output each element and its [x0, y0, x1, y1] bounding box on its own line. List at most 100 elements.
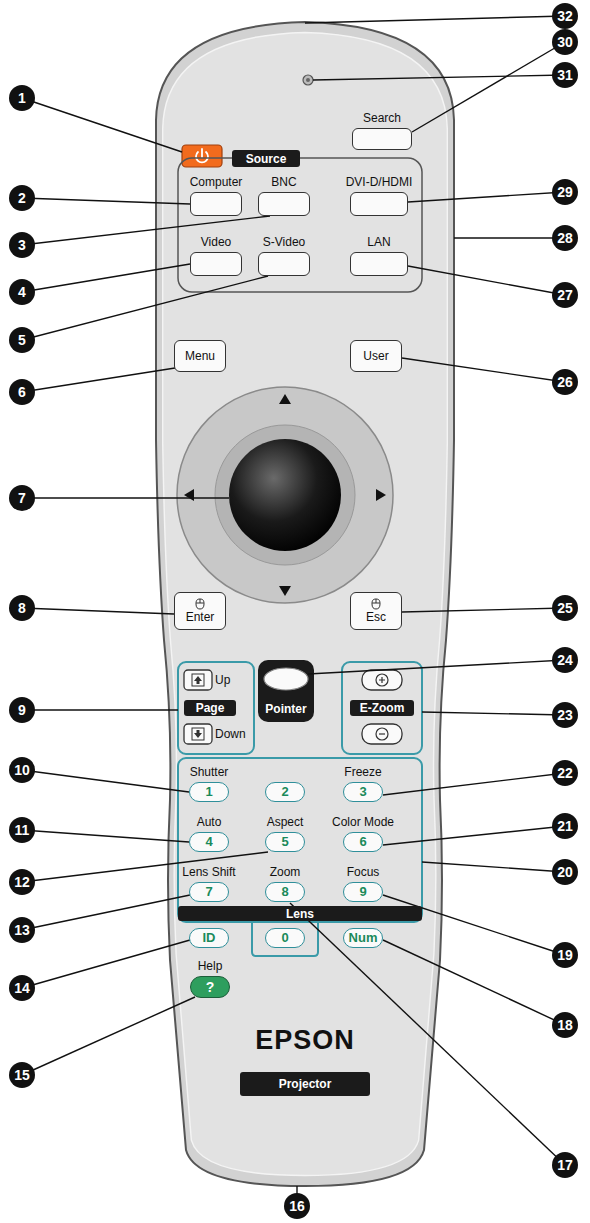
leader-line	[313, 75, 565, 80]
labelled-button: Zoom8	[265, 865, 305, 902]
page-down-button	[184, 724, 212, 744]
callout-number: 26	[552, 369, 578, 395]
button-label: DVI-D/HDMI	[346, 175, 413, 190]
callout-number: 1	[9, 85, 35, 111]
page-up-icon	[192, 674, 204, 686]
button-label: Freeze	[344, 765, 381, 780]
leader-line	[22, 276, 268, 340]
labelled-button: Auto 4	[189, 815, 229, 852]
button-shape	[258, 192, 310, 216]
labelled-button: Freeze3	[343, 765, 383, 802]
callout-number: 9	[9, 697, 35, 723]
button-text: E-Zoom	[360, 701, 405, 715]
trackball-ring	[177, 387, 393, 603]
trackball-inner-ring	[215, 425, 355, 565]
button-text: 4	[205, 835, 212, 849]
labelled-button: Video	[190, 235, 242, 276]
callout-number: 31	[552, 62, 578, 88]
zoom-out-icon	[376, 728, 388, 740]
leader-line	[22, 368, 175, 392]
button-shape: 4	[189, 832, 229, 852]
remote-button: Esc	[350, 592, 402, 630]
leader-line	[22, 709, 178, 710]
button-shape	[190, 252, 242, 276]
page-group-outline	[178, 662, 254, 754]
button-label: Shutter	[190, 765, 229, 780]
button-text: 0	[281, 931, 288, 945]
arrow-down	[279, 586, 291, 596]
brand-logo: EPSON	[255, 1025, 355, 1056]
button-text: Lens	[286, 907, 314, 921]
button-text: 7	[205, 885, 212, 899]
leader-line	[383, 940, 565, 1025]
button-label: Auto	[197, 815, 222, 830]
callout-number: 27	[552, 282, 578, 308]
callout-number: 8	[9, 595, 35, 621]
zoom-in-button	[362, 670, 402, 690]
mouse-icon	[371, 598, 381, 610]
button-label: Search	[363, 111, 401, 126]
leader-line	[22, 216, 270, 245]
callout-number: 32	[552, 3, 578, 29]
leader-line	[305, 16, 565, 23]
remote-button: 0	[265, 928, 305, 948]
pointer-button	[264, 668, 308, 690]
remote-button: Projector	[240, 1072, 370, 1096]
pointer-panel	[258, 660, 314, 722]
button-text: Enter	[186, 610, 215, 624]
remote-button: Source	[232, 150, 300, 167]
remote-button: Lens	[178, 906, 422, 921]
button-text: 9	[359, 885, 366, 899]
callout-number: 5	[9, 327, 35, 353]
leader-line	[22, 770, 189, 792]
leader-line	[422, 712, 565, 715]
remote-button: E-Zoom	[350, 700, 414, 716]
page-up-arrow	[194, 676, 202, 684]
leader-line	[422, 862, 565, 872]
callout-number: 6	[9, 379, 35, 405]
callout-number: 3	[9, 232, 35, 258]
callout-number: 4	[9, 279, 35, 305]
callout-number: 7	[9, 485, 35, 511]
button-label: Aspect	[267, 815, 304, 830]
zoom-out-button	[362, 724, 402, 744]
button-label: Zoom	[270, 865, 301, 880]
button-shape: ?	[190, 976, 230, 998]
leader-line	[22, 98, 182, 152]
button-text: 5	[281, 835, 288, 849]
mouse-icon-shape	[196, 599, 204, 609]
callout-number: 20	[552, 859, 578, 885]
labelled-button: Focus9	[343, 865, 383, 902]
ir-receiver-center	[306, 78, 310, 82]
leader-line	[383, 895, 565, 955]
button-shape	[258, 252, 310, 276]
button-shape: 9	[343, 882, 383, 902]
remote-button: User	[350, 340, 402, 372]
leader-line	[22, 497, 229, 498]
callout-number: 25	[552, 595, 578, 621]
button-shape: 7	[189, 882, 229, 902]
remote-button: Pointer	[258, 700, 314, 718]
labelled-button: Shutter 1	[189, 765, 229, 802]
arrow-up	[279, 394, 291, 404]
leader-lines	[22, 16, 565, 1206]
button-shape: 1	[189, 782, 229, 802]
leader-line	[412, 42, 565, 132]
labelled-button: Aspect 5	[265, 815, 305, 852]
labelled-button: Color Mode6	[343, 815, 383, 852]
button-shape: 5	[265, 832, 305, 852]
callout-number: 28	[552, 225, 578, 251]
zoom-out-minus	[379, 733, 385, 734]
callout-number: 16	[284, 1193, 310, 1219]
button-label: Video	[201, 235, 231, 250]
button-text: Pointer	[265, 702, 306, 716]
leader-line	[308, 660, 565, 674]
leader-line	[22, 608, 174, 614]
power-icon	[196, 149, 208, 162]
remote-button: Enter	[174, 592, 226, 630]
callout-number: 12	[9, 869, 35, 895]
labelled-button: Lens Shift7	[189, 865, 229, 902]
button-text: Menu	[185, 349, 215, 363]
leader-line	[22, 852, 268, 882]
leader-line	[383, 826, 565, 845]
